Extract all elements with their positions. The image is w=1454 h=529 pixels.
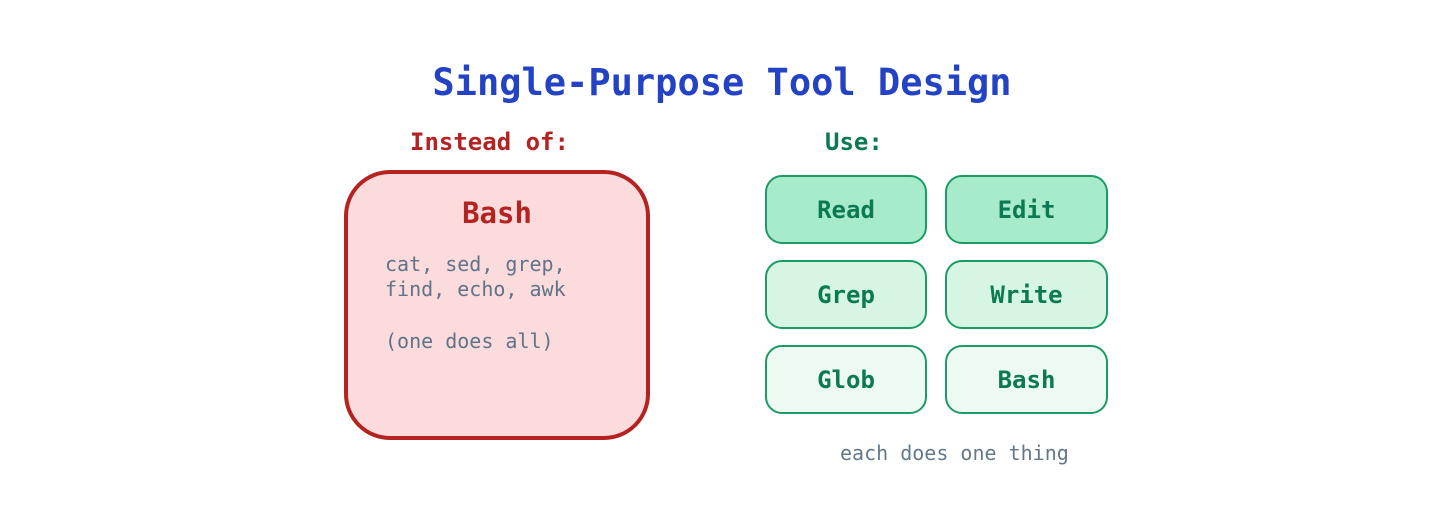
diagram-title: Single-Purpose Tool Design: [432, 61, 1012, 104]
bash-note: (one does all): [385, 329, 554, 353]
tool-card-grep: Grep: [765, 260, 927, 329]
instead-of-label: Instead of:: [410, 128, 569, 156]
bash-box-heading: Bash: [462, 196, 532, 230]
bash-tools-list: cat, sed, grep, find, echo, awk: [385, 252, 566, 302]
tool-card-read: Read: [765, 175, 927, 244]
use-label: Use:: [825, 128, 883, 156]
grid-caption: each does one thing: [840, 441, 1069, 465]
tool-grid: Read Edit Grep Write Glob Bash: [765, 175, 1108, 414]
bash-tools-line2: find, echo, awk: [385, 277, 566, 301]
bash-box: Bash cat, sed, grep, find, echo, awk (on…: [344, 170, 650, 440]
tool-card-glob: Glob: [765, 345, 927, 414]
tool-card-write: Write: [945, 260, 1108, 329]
tool-card-bash: Bash: [945, 345, 1108, 414]
bash-tools-line1: cat, sed, grep,: [385, 252, 566, 276]
tool-card-edit: Edit: [945, 175, 1108, 244]
